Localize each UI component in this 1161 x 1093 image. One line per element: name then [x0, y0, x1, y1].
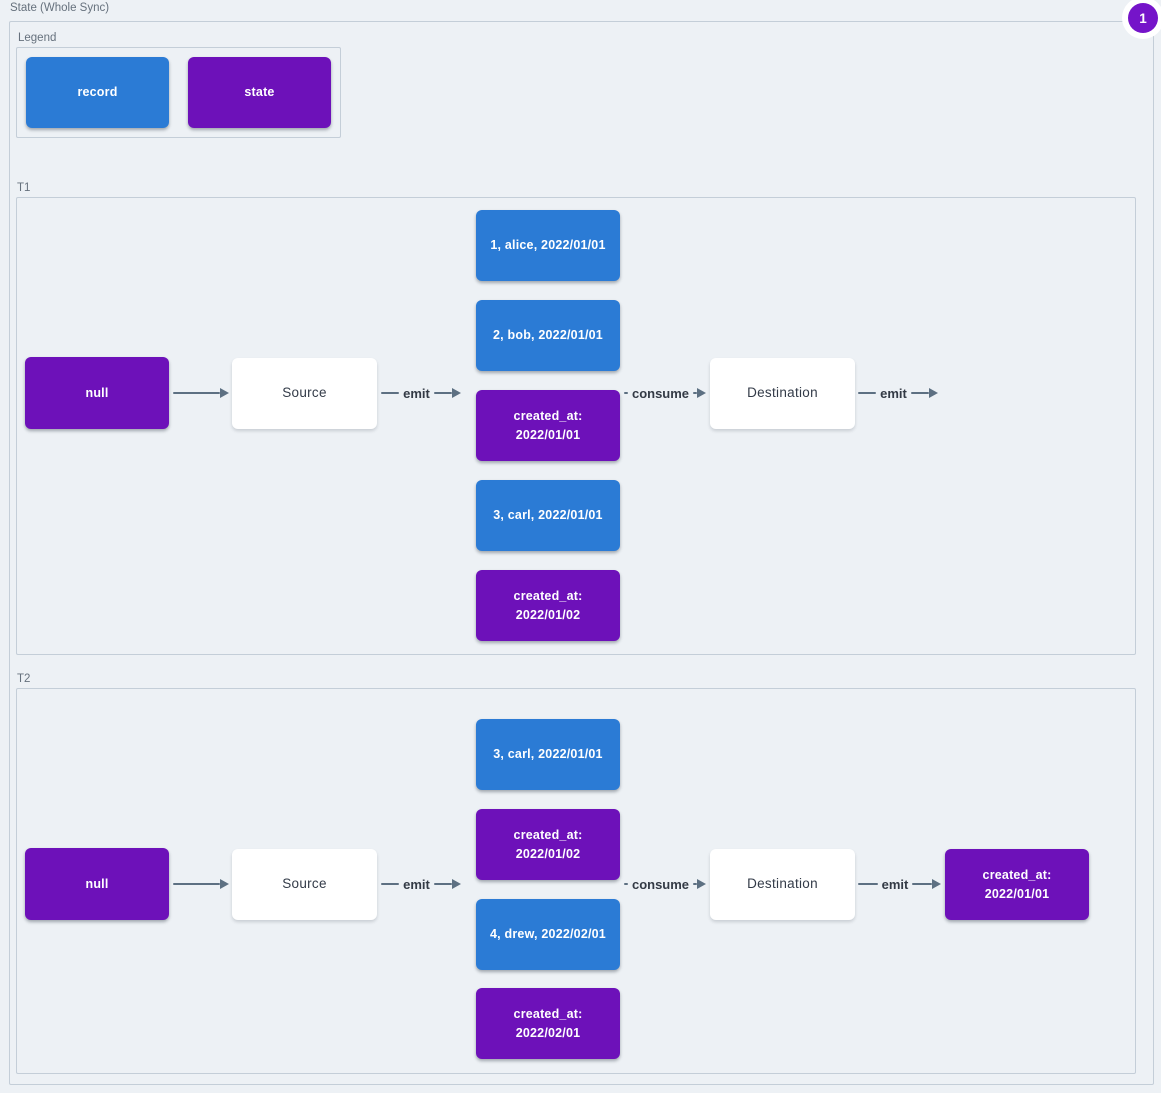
t2-edge-emit-in: emit: [381, 876, 462, 892]
t2-source-node: Source: [232, 849, 377, 920]
edge-line: [693, 391, 698, 395]
legend-title: Legend: [18, 32, 57, 44]
t1-state-created-2022-01-01: created_at: 2022/01/01: [476, 390, 620, 461]
t2-record-carl: 3, carl, 2022/01/01: [476, 719, 620, 790]
edge-line: [910, 391, 930, 395]
t1-state-created-2022-01-02: created_at: 2022/01/02: [476, 570, 620, 641]
edge-line: [433, 391, 453, 395]
t1-destination-node: Destination: [710, 358, 855, 429]
t2-destination-node: Destination: [710, 849, 855, 920]
legend-group-box: [16, 47, 341, 138]
arrow-head-icon: [929, 388, 939, 398]
page-title: State (Whole Sync): [10, 2, 110, 14]
legend-state-node: state: [188, 57, 331, 128]
t2-emitted-state-node: created_at: 2022/01/01: [945, 849, 1089, 920]
whole-sync-group-box: [9, 21, 1154, 1085]
arrow-head-icon: [220, 879, 229, 889]
edge-label: emit: [403, 385, 430, 401]
t2-null-state-node: null: [25, 848, 169, 920]
arrow-head-icon: [697, 879, 707, 889]
edge-line: [173, 391, 220, 395]
step-1-badge: 1: [1128, 3, 1158, 33]
edge-line: [624, 882, 628, 886]
t2-group-box: [16, 688, 1136, 1074]
edge-line: [173, 882, 220, 886]
annotation-badge-ring: 1: [1122, 0, 1161, 39]
edge-label: emit: [881, 876, 909, 892]
arrow-head-icon: [452, 388, 462, 398]
t1-edge-emit-in: emit: [381, 385, 462, 401]
arrow-head-icon: [220, 388, 229, 398]
edge-line: [858, 391, 877, 395]
t1-record-carl: 3, carl, 2022/01/01: [476, 480, 620, 551]
arrow-head-icon: [932, 879, 942, 889]
edge-label: consume: [631, 876, 690, 892]
edge-line: [693, 882, 698, 886]
edge-line: [858, 882, 878, 886]
t2-edge-emit-out: emit: [858, 876, 942, 892]
edge-line: [381, 882, 400, 886]
t2-state-created-2022-01-02: created_at: 2022/01/02: [476, 809, 620, 880]
edge-line: [433, 882, 453, 886]
edge-line: [624, 391, 628, 395]
legend-record-node: record: [26, 57, 169, 128]
arrow-head-icon: [697, 388, 707, 398]
t1-record-alice: 1, alice, 2022/01/01: [476, 210, 620, 281]
t1-title: T1: [17, 182, 31, 194]
t2-record-drew: 4, drew, 2022/02/01: [476, 899, 620, 970]
t2-edge-consume: consume: [624, 876, 707, 892]
t1-edge-consume: consume: [624, 385, 707, 401]
t1-null-state-node: null: [25, 357, 169, 429]
t2-title: T2: [17, 673, 31, 685]
t1-edge-emit-out: emit: [858, 385, 939, 401]
edge-line: [912, 882, 933, 886]
edge-label: emit: [403, 876, 430, 892]
edge-label: emit: [880, 385, 907, 401]
edge-label: consume: [631, 385, 690, 401]
t1-edge-null-to-source: [173, 385, 229, 401]
t1-group-box: [16, 197, 1136, 655]
t2-edge-null-to-source: [173, 876, 229, 892]
t1-source-node: Source: [232, 358, 377, 429]
t2-state-created-2022-02-01: created_at: 2022/02/01: [476, 988, 620, 1059]
edge-line: [381, 391, 400, 395]
t1-record-bob: 2, bob, 2022/01/01: [476, 300, 620, 371]
arrow-head-icon: [452, 879, 462, 889]
